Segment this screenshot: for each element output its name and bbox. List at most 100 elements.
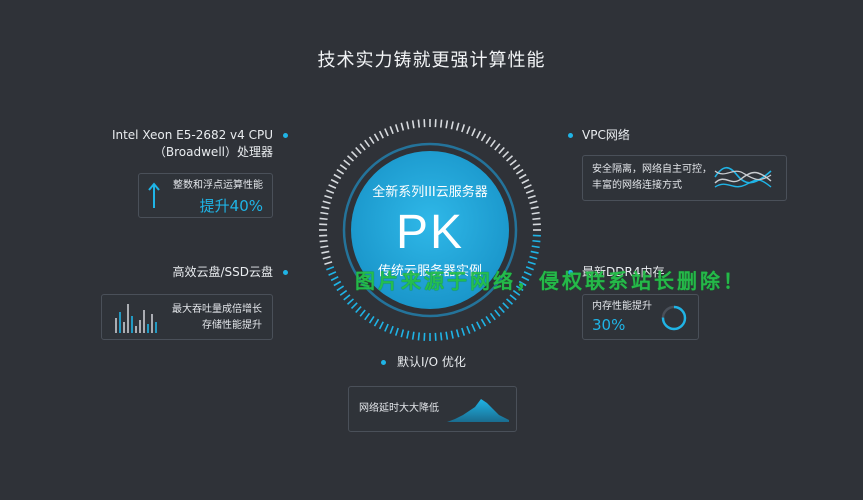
memory-card: 内存性能提升 30%	[582, 294, 699, 340]
dial-tick	[529, 255, 538, 260]
dial-tick	[400, 122, 405, 131]
disk-label: 高效云盘/SSD云盘	[172, 265, 273, 279]
memory-card-value: 30%	[592, 316, 626, 334]
dial-tick	[527, 261, 536, 266]
latency-area-icon	[447, 399, 509, 422]
vpc-card-line1: 安全隔离，网络自主可控，	[592, 164, 712, 175]
dial-tick	[400, 329, 405, 338]
dial-tick	[531, 245, 540, 249]
dial-tick	[411, 331, 415, 340]
dial-tick	[525, 266, 534, 271]
dial-tick	[368, 136, 375, 145]
dial-tick	[346, 298, 354, 305]
dial-tick	[330, 276, 339, 282]
dial-tick	[355, 306, 362, 314]
dial-tick	[512, 289, 521, 296]
dial-tick	[525, 189, 534, 194]
dial-tick	[471, 128, 476, 137]
dial-tick	[368, 315, 375, 324]
dial-tick	[326, 189, 335, 194]
dial-tick	[506, 155, 514, 162]
dial-tick	[450, 330, 454, 339]
dial-tick	[378, 130, 384, 139]
dial-tick	[394, 124, 399, 133]
dial-tick	[455, 122, 460, 131]
dial-tick	[364, 139, 371, 148]
watermark: 图片来源于网络，侵权联系站长删除！	[355, 269, 746, 293]
dial-tick	[346, 155, 354, 162]
vpc-card-line2: 丰富的网络连接方式	[592, 180, 682, 191]
dial-tick	[498, 306, 505, 314]
dial-tick	[527, 194, 536, 199]
dial-tick	[509, 159, 517, 166]
dial-tick	[417, 332, 421, 341]
dial-tick	[445, 120, 449, 129]
dial-tick	[521, 276, 530, 282]
dial-tick	[506, 298, 514, 305]
memory-label: 最新DDR4内存	[582, 265, 665, 279]
dial-tick	[485, 136, 492, 145]
center-pk: PK	[395, 206, 465, 259]
dial-tick	[384, 323, 389, 332]
dial-tick	[343, 159, 351, 166]
dial-tick	[320, 245, 329, 249]
io-card: 网络延时大大降低	[348, 386, 517, 432]
dial-tick	[333, 280, 342, 287]
dial-tick	[471, 323, 476, 332]
dial-tick	[373, 318, 380, 327]
dial-tick	[319, 239, 328, 243]
dial-tick	[439, 332, 443, 341]
memory-dot	[568, 270, 573, 275]
dial-tick	[445, 331, 449, 340]
cpu-dot	[283, 133, 288, 138]
dial-tick	[359, 143, 366, 151]
dial-tick	[319, 217, 328, 221]
dial-tick	[529, 200, 538, 205]
cpu-card-value: 提升40%	[199, 197, 263, 215]
vpc-card: 安全隔离，网络自主可控， 丰富的网络连接方式	[582, 155, 787, 201]
dial-tick	[359, 309, 366, 317]
page-title: 技术实力铸就更强计算性能	[317, 50, 546, 71]
dial-tick	[523, 184, 532, 189]
dial-tick	[328, 184, 337, 189]
dial-tick	[343, 294, 351, 301]
arrow-up-icon	[148, 182, 160, 208]
dial-tick	[530, 250, 539, 254]
io-label: 默认I/O 优化	[397, 355, 466, 369]
dial-tick	[417, 119, 421, 128]
dial-tick	[394, 327, 399, 336]
cpu-label-line1: Intel Xeon E5-2682 v4 CPU	[111, 128, 273, 142]
dial-tick	[489, 312, 496, 321]
memory-card-text: 内存性能提升	[592, 301, 652, 312]
dial-tick	[476, 321, 482, 330]
dial-tick	[515, 285, 524, 292]
vpc-label: VPC网络	[582, 128, 630, 142]
dial-tick	[502, 302, 510, 310]
dial-tick	[384, 128, 389, 137]
pk-dial: 全新系列III云服务器 PK 传统云服务器实例	[315, 115, 545, 345]
dial-tick	[494, 143, 501, 151]
disk-dot	[283, 270, 288, 275]
dial-tick	[461, 124, 466, 133]
dial-tick	[498, 146, 505, 154]
dial-tick	[336, 168, 345, 175]
dial-tick	[411, 120, 415, 129]
dial-tick	[439, 119, 443, 128]
dial-tick	[322, 255, 331, 260]
center-top-text: 全新系列III云服务器	[372, 185, 488, 200]
dial-tick	[406, 121, 410, 130]
cpu-label: Intel Xeon E5-2682 v4 CPU （Broadwell）处理器	[112, 127, 273, 161]
dial-tick	[330, 178, 339, 184]
disk-card: 最大吞吐量成倍增长 存储性能提升	[101, 294, 273, 340]
bar-graph-icon	[115, 304, 157, 333]
dial-tick	[350, 302, 358, 310]
dial-tick	[364, 312, 371, 321]
disk-card-line1: 最大吞吐量成倍增长	[172, 304, 262, 315]
dial-tick	[455, 329, 460, 338]
dial-tick	[328, 271, 337, 276]
io-card-text: 网络延时大大降低	[359, 403, 439, 414]
dial-tick	[450, 121, 454, 130]
dial-tick	[480, 133, 487, 142]
dial-tick	[485, 315, 492, 324]
dial-tick	[321, 250, 330, 254]
